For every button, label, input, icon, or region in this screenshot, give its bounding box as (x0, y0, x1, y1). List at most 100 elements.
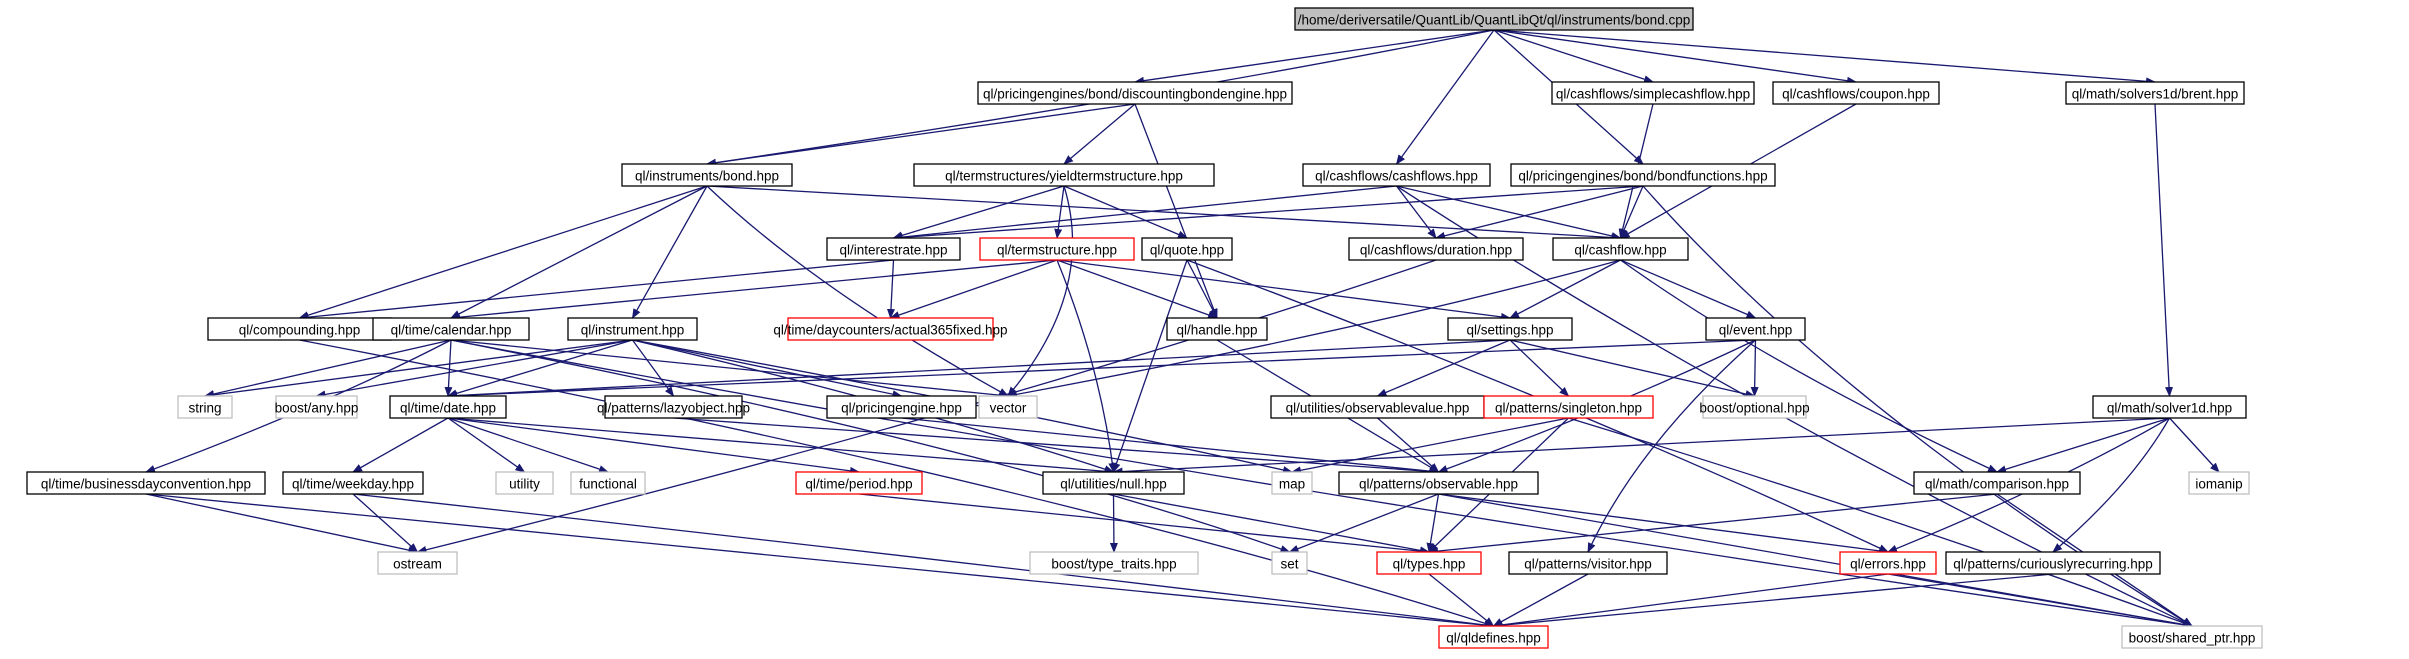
edge-weekday-to-qldefines (352, 493, 1495, 629)
node-label: ql/cashflows/coupon.hpp (1782, 87, 1930, 102)
edge-calendar-to-vector (450, 339, 1009, 400)
node-ql-errors-hpp[interactable]: ql/errors.hpp (1839, 551, 1937, 575)
edge-weekday-to-ostream (352, 493, 419, 553)
node-box (1447, 317, 1573, 341)
node-ql-event-hpp[interactable]: ql/event.hpp (1705, 317, 1806, 341)
node-ql-utilities-observablevalue-hpp[interactable]: ql/utilities/observablevalue.hpp (1270, 395, 1485, 419)
node-ql-utilities-null-hpp[interactable]: ql/utilities/null.hpp (1042, 471, 1185, 495)
node-label: ql/cashflow.hpp (1574, 243, 1666, 258)
node-ostream: ostream (377, 551, 458, 575)
node-label: ql/cashflows/simplecashflow.hpp (1556, 87, 1750, 102)
node-label: ql/math/solver1d.hpp (2107, 401, 2232, 416)
node-ql-math-solvers1d-brent-hpp[interactable]: ql/math/solvers1d/brent.hpp (2065, 81, 2245, 105)
edge-quote-to-handle (1186, 259, 1218, 319)
node-ql-patterns-visitor-hpp[interactable]: ql/patterns/visitor.hpp (1508, 551, 1668, 575)
edge-bond-to-cashflow (706, 185, 1622, 242)
node-ql-patterns-observable-hpp[interactable]: ql/patterns/observable.hpp (1338, 471, 1539, 495)
edge-pricingengine-to-observable (901, 417, 1440, 476)
edge-date-to-null (447, 417, 1115, 476)
edge-singleton-to-sharedptr (1568, 417, 2193, 627)
node-ql-time-calendar-hpp[interactable]: ql/time/calendar.hpp (372, 317, 530, 341)
node-box (1552, 237, 1689, 261)
node-ql-instrument-hpp[interactable]: ql/instrument.hpp (567, 317, 698, 341)
node-box (787, 317, 994, 341)
node-label: boost/type_traits.hpp (1051, 557, 1176, 572)
node-label: ql/time/businessdayconvention.hpp (41, 477, 251, 492)
node-label: ql/interestrate.hpp (839, 243, 947, 258)
edge-event-to-date (447, 339, 1756, 400)
node-box (1945, 551, 2161, 575)
node-ql-cashflows-simplecashflow-hpp[interactable]: ql/cashflows/simplecashflow.hpp (1551, 81, 1755, 105)
node-ql-compounding-hpp[interactable]: ql/compounding.hpp (207, 317, 392, 341)
node-box (372, 317, 530, 341)
node-ql-pricingengines-bond-bondfunctions-hpp[interactable]: ql/pricingengines/bond/bondfunctions.hpp (1510, 163, 1776, 187)
node-label: ql/pricingengines/bond/bondfunctions.hpp (1518, 169, 1767, 184)
edge-root-to-brent (1493, 29, 2156, 86)
node-ql-cashflow-hpp[interactable]: ql/cashflow.hpp (1552, 237, 1689, 261)
node-box (1772, 81, 1940, 105)
node-ql-patterns-curiouslyrecurring-hpp[interactable]: ql/patterns/curiouslyrecurring.hpp (1945, 551, 2161, 575)
node-ql-handle-hpp[interactable]: ql/handle.hpp (1166, 317, 1268, 341)
node-ql-termstructures-yieldtermstructure-hpp[interactable]: ql/termstructures/yieldtermstructure.hpp (913, 163, 1215, 187)
edge-cashflow-to-comparison (1620, 259, 1998, 473)
node-set: set (1271, 551, 1308, 575)
node-label: ql/errors.hpp (1850, 557, 1926, 572)
edge-errors-to-qldefines (1492, 573, 1889, 629)
node-ql-termstructure-hpp[interactable]: ql/termstructure.hpp (979, 237, 1135, 261)
node-ql-types-hpp[interactable]: ql/types.hpp (1376, 551, 1482, 575)
node-label: ql/patterns/curiouslyrecurring.hpp (1953, 557, 2153, 572)
node-label: ql/patterns/visitor.hpp (1524, 557, 1652, 572)
edge-observable-to-set (1288, 493, 1439, 553)
edge-bond-to-vector (706, 185, 1009, 397)
node-ql-pricingengines-bond-discountingbondengine-hpp[interactable]: ql/pricingengines/bond/discountingbonden… (977, 81, 1293, 105)
node-box (2188, 471, 2250, 495)
edge-null-to-typetraits (1109, 493, 1118, 553)
edge-observable-to-errors (1438, 493, 1889, 555)
node-box (1294, 7, 1694, 31)
node-box (2065, 81, 2245, 105)
node-box (1705, 317, 1806, 341)
node-boost-optional-hpp: boost/optional.hpp (1699, 395, 1810, 419)
edge-settings-to-date (447, 339, 1511, 400)
node-ql-time-weekday-hpp[interactable]: ql/time/weekday.hpp (282, 471, 424, 495)
edge-calendar-to-date (444, 339, 453, 397)
node-label: ql/math/solvers1d/brent.hpp (2072, 87, 2239, 102)
node-ql-patterns-lazyobject-hpp[interactable]: ql/patterns/lazyobject.hpp (597, 395, 750, 419)
node-ql-pricingengine-hpp[interactable]: ql/pricingengine.hpp (826, 395, 977, 419)
node-ql-qldefines-hpp[interactable]: ql/qldefines.hpp (1438, 625, 1549, 649)
node-ql-math-solver1d-hpp[interactable]: ql/math/solver1d.hpp (2092, 395, 2247, 419)
node-ql-time-date-hpp[interactable]: ql/time/date.hpp (389, 395, 507, 419)
edge-cashflows-to-interestrate (892, 185, 1397, 242)
edge-observable-to-types (1426, 493, 1440, 553)
node-utility: utility (495, 471, 554, 495)
node-ql-interestrate-hpp[interactable]: ql/interestrate.hpp (826, 237, 961, 261)
node-ql-cashflows-cashflows-hpp[interactable]: ql/cashflows/cashflows.hpp (1302, 163, 1491, 187)
node-ql-patterns-singleton-hpp[interactable]: ql/patterns/singleton.hpp (1483, 395, 1654, 419)
node-functional: functional (570, 471, 646, 495)
node-label: iomanip (2195, 477, 2242, 492)
edge-yieldts-to-interestrate (892, 185, 1065, 240)
node-box (275, 395, 358, 419)
node-label: ql/utilities/null.hpp (1060, 477, 1167, 492)
node-ql-cashflows-duration-hpp[interactable]: ql/cashflows/duration.hpp (1348, 237, 1524, 261)
edge-date-to-weekday (352, 417, 449, 473)
node-box (1029, 551, 1199, 575)
node-box (1042, 471, 1185, 495)
node-label: vector (990, 401, 1027, 416)
node-label: ql/instrument.hpp (581, 323, 685, 338)
node-ql-settings-hpp[interactable]: ql/settings.hpp (1447, 317, 1573, 341)
node-ql-cashflows-coupon-hpp[interactable]: ql/cashflows/coupon.hpp (1772, 81, 1940, 105)
node-label: functional (579, 477, 637, 492)
node-ql-quote-hpp[interactable]: ql/quote.hpp (1141, 237, 1233, 261)
node-home-deriversatile-quantlib-quantlibqt-ql-instruments-bond-cpp[interactable]: /home/deriversatile/QuantLib/QuantLibQt/… (1294, 7, 1694, 31)
node-boost-type-traits-hpp: boost/type_traits.hpp (1029, 551, 1199, 575)
node-ql-time-period-hpp[interactable]: ql/time/period.hpp (795, 471, 923, 495)
node-ql-math-comparison-hpp[interactable]: ql/math/comparison.hpp (1913, 471, 2081, 495)
edge-calendar-to-string (204, 339, 452, 398)
edge-date-to-utility (447, 417, 526, 473)
node-label: ql/pricingengine.hpp (841, 401, 962, 416)
node-ql-instruments-bond-hpp[interactable]: ql/instruments/bond.hpp (621, 163, 793, 187)
node-box (1271, 551, 1308, 575)
node-ql-time-daycounters-actual365fixed-hpp[interactable]: ql/time/daycounters/actual365fixed.hpp (773, 317, 1008, 341)
node-ql-time-businessdayconvention-hpp[interactable]: ql/time/businessdayconvention.hpp (26, 471, 266, 495)
